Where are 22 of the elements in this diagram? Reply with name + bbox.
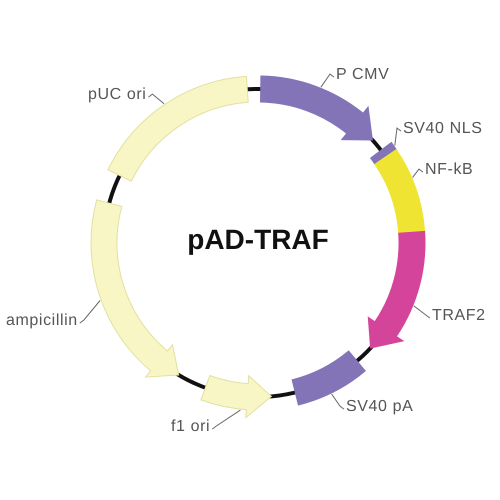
gene-segment bbox=[374, 149, 426, 234]
leader-line bbox=[320, 73, 334, 88]
gene-segment bbox=[90, 199, 180, 378]
feature-label: SV40 NLS bbox=[403, 120, 483, 138]
leader-line bbox=[331, 394, 344, 410]
feature-label: TRAF2 bbox=[432, 307, 486, 325]
gene-segment bbox=[370, 142, 397, 165]
plasmid-name: pAD-TRAF bbox=[186, 224, 330, 256]
leader-line bbox=[212, 410, 241, 430]
leader-line bbox=[394, 127, 402, 146]
feature-label: NF-kB bbox=[425, 161, 474, 179]
leader-line bbox=[148, 93, 165, 104]
gene-segment bbox=[368, 230, 426, 348]
feature-label: pUC ori bbox=[88, 86, 146, 104]
feature-label: P CMV bbox=[336, 66, 390, 84]
leader-line bbox=[412, 168, 424, 178]
gene-segment bbox=[200, 375, 272, 418]
feature-label: f1 ori bbox=[171, 418, 210, 436]
leader-line bbox=[413, 305, 430, 319]
feature-label: SV40 pA bbox=[346, 398, 414, 416]
feature-label: ampicillin bbox=[6, 312, 78, 330]
leader-line bbox=[79, 300, 101, 324]
